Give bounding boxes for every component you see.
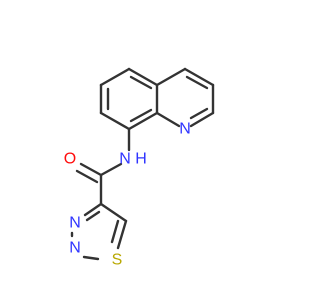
bond bbox=[99, 67, 131, 87]
atom-label-quinoline-n: N bbox=[179, 121, 191, 138]
bond bbox=[127, 111, 159, 131]
bond bbox=[110, 219, 120, 244]
molecule-structure: N O N H N N S bbox=[64, 67, 215, 269]
quinoline-benzene-ring bbox=[99, 67, 159, 131]
bond bbox=[155, 111, 181, 128]
carbonyl-double-bond bbox=[79, 162, 103, 177]
bond bbox=[99, 111, 131, 131]
bond bbox=[189, 107, 209, 120]
atom-label-ring-s: S bbox=[112, 252, 123, 269]
amide-linker bbox=[75, 127, 131, 206]
thiadiazole-n3-label: N bbox=[69, 215, 81, 232]
bond bbox=[129, 108, 153, 123]
bond bbox=[99, 162, 123, 177]
atom-label-amide-nh: N H bbox=[119, 151, 147, 168]
bond bbox=[99, 202, 128, 223]
quinoline-pyridine-ring bbox=[155, 67, 215, 128]
bond bbox=[85, 210, 101, 222]
bond bbox=[116, 219, 128, 250]
bond bbox=[183, 67, 215, 87]
amide-hydrogen-label: H bbox=[135, 151, 147, 168]
amide-nitrogen-label: N bbox=[119, 151, 131, 168]
atom-label-ring-n2: N bbox=[69, 240, 81, 257]
atom-label-amide-o: O bbox=[64, 151, 76, 168]
thiadiazole-n2-label: N bbox=[69, 240, 81, 257]
bond bbox=[185, 75, 209, 90]
thiadiazole-ring bbox=[70, 202, 128, 261]
bond bbox=[83, 202, 103, 217]
quinoline-nitrogen-label: N bbox=[179, 121, 191, 138]
bond bbox=[127, 67, 159, 87]
thiadiazole-sulfur-label: S bbox=[112, 252, 123, 269]
atom-label-ring-n3: N bbox=[69, 215, 81, 232]
carbonyl-oxygen-label: O bbox=[64, 151, 76, 168]
bond bbox=[155, 67, 187, 87]
bond bbox=[129, 75, 153, 90]
bond bbox=[82, 255, 100, 261]
bond bbox=[189, 111, 215, 128]
carbonyl-double-bond bbox=[75, 169, 99, 184]
